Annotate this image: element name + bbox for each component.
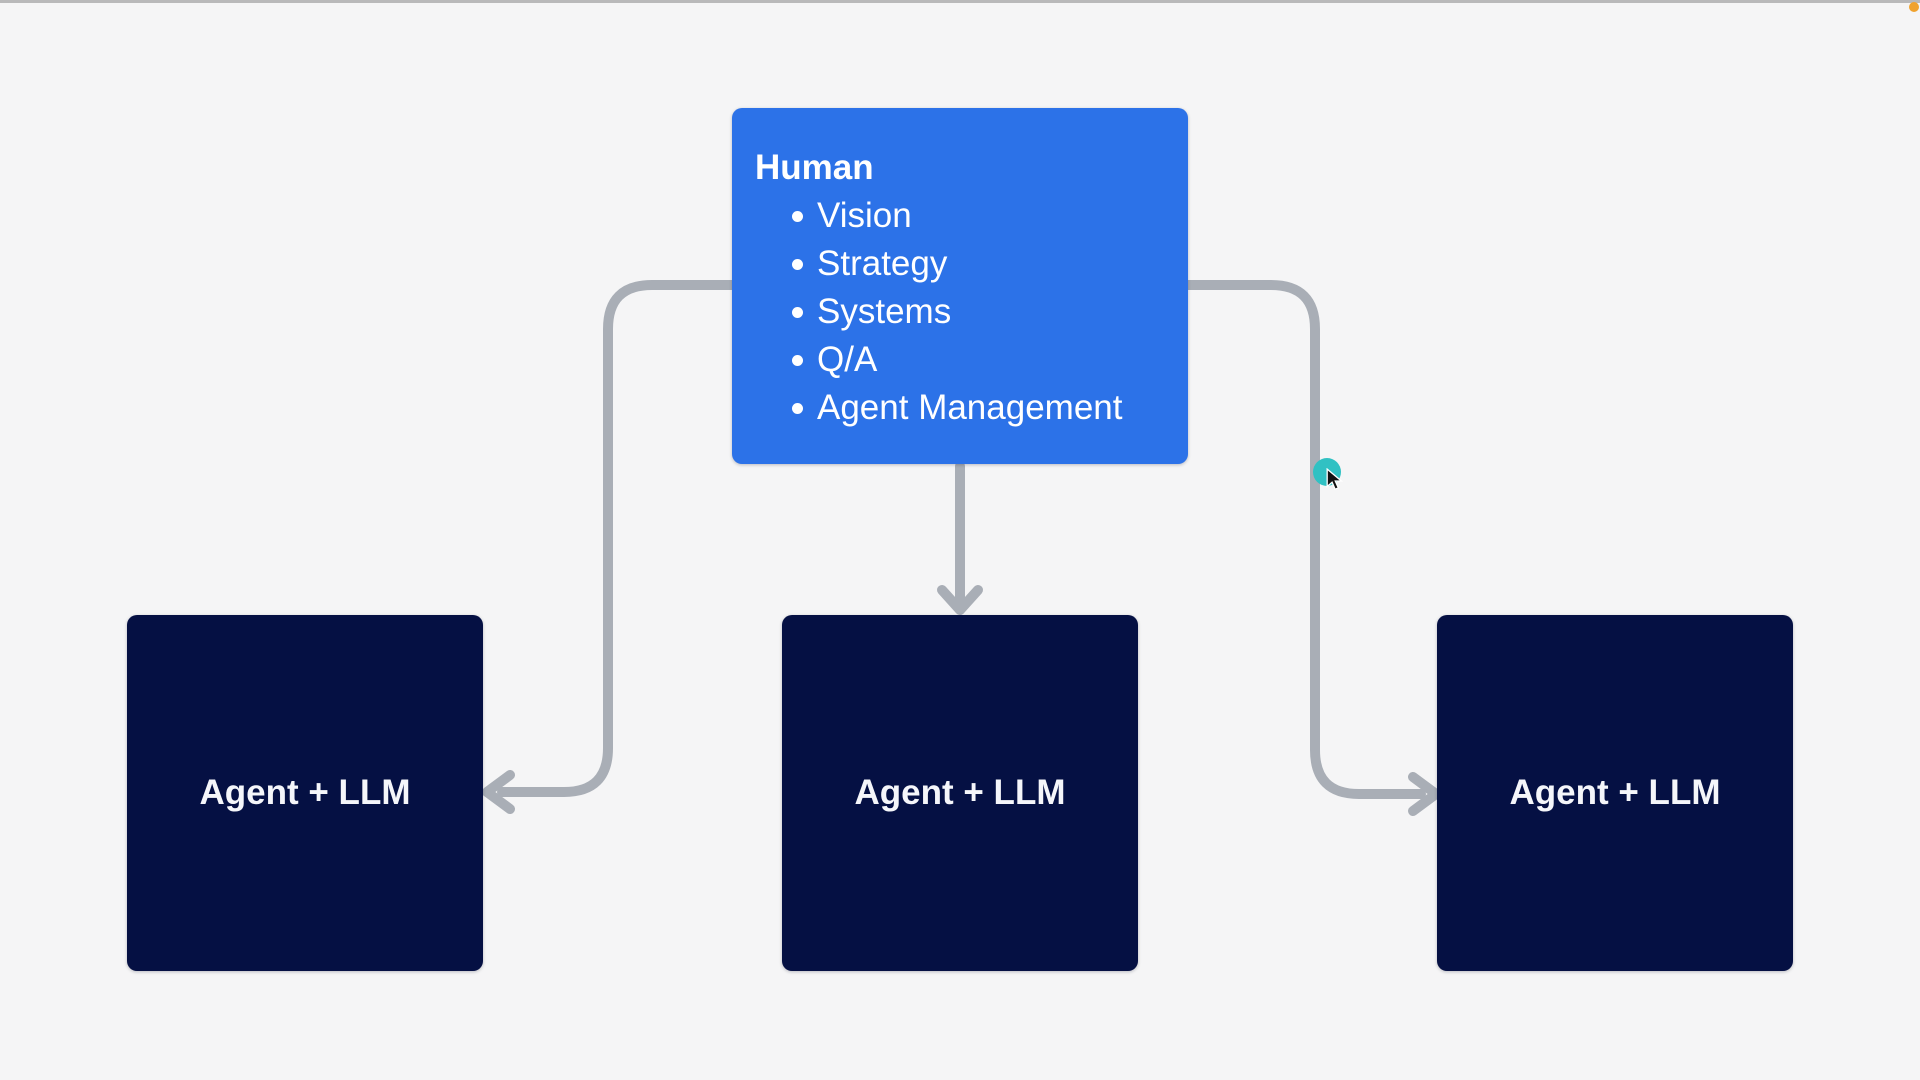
- node-agent-label: Agent + LLM: [199, 773, 411, 812]
- arrow-human-to-left-agent[interactable]: [482, 280, 737, 814]
- bullet-item-vision: Vision: [755, 192, 1164, 240]
- bullet-item-qa: Q/A: [755, 336, 1164, 384]
- mouse-cursor-icon: [1326, 467, 1348, 492]
- bullet-item-agent-management: Agent Management: [755, 384, 1164, 432]
- node-agent-llm-center[interactable]: Agent + LLM: [782, 615, 1138, 971]
- arrow-human-to-center-agent[interactable]: [937, 461, 983, 615]
- node-human[interactable]: Human Vision Strategy Systems Q/A Agent …: [732, 108, 1188, 464]
- arrow-line: [497, 280, 737, 797]
- node-human-bullet-list: Vision Strategy Systems Q/A Agent Manage…: [755, 192, 1164, 432]
- node-agent-label: Agent + LLM: [854, 773, 1066, 812]
- window-top-border: [0, 0, 1920, 3]
- node-agent-llm-right[interactable]: Agent + LLM: [1437, 615, 1793, 971]
- arrow-human-to-right-agent[interactable]: [1183, 280, 1441, 816]
- recording-status-dot: [1909, 2, 1919, 12]
- node-human-title: Human: [755, 148, 874, 187]
- arrowhead-right-icon: [1408, 772, 1441, 816]
- arrowhead-left-icon: [482, 770, 515, 814]
- arrowhead-down-icon: [937, 585, 983, 615]
- arrow-line: [1183, 280, 1426, 799]
- bullet-item-systems: Systems: [755, 288, 1164, 336]
- node-agent-label: Agent + LLM: [1509, 773, 1721, 812]
- node-agent-llm-left[interactable]: Agent + LLM: [127, 615, 483, 971]
- bullet-item-strategy: Strategy: [755, 240, 1164, 288]
